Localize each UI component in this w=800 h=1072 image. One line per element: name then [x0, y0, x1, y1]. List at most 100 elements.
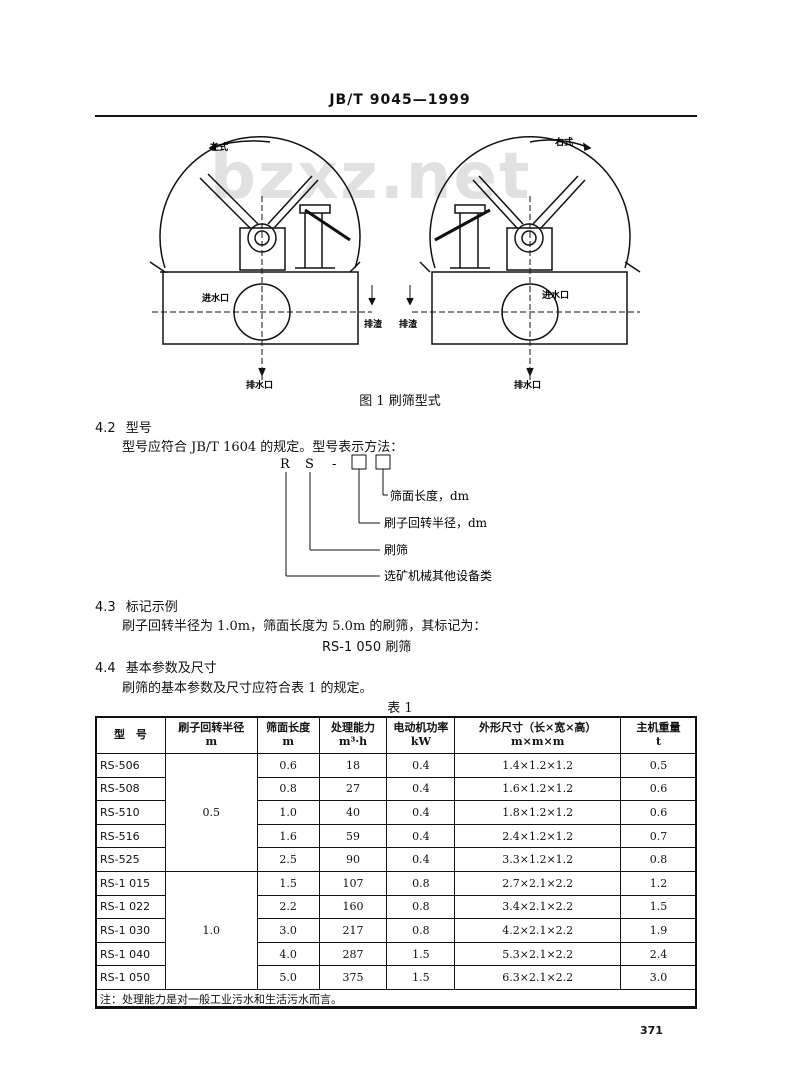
table-title: 表 1: [387, 701, 413, 716]
code-dash: -: [332, 457, 336, 472]
cell-dims: 2.4×1.2×1.2: [454, 823, 622, 849]
cell-dims: 1.6×1.2×1.2: [454, 776, 622, 802]
cell-dims: 6.3×2.1×2.2: [454, 965, 622, 990]
marking-example: RS-1 050 刷筛: [322, 640, 412, 655]
section-number: 4.4: [95, 661, 116, 676]
cell-model: RS-525: [95, 847, 166, 872]
cell-weight: 0.6: [620, 800, 697, 825]
header-rule: [95, 115, 697, 117]
left-machine: [149, 136, 376, 380]
cell-weight: 0.6: [620, 776, 697, 802]
cell-length: 0.8: [256, 776, 320, 802]
cell-model: RS-1 015: [95, 870, 166, 896]
cell-length: 0.6: [256, 753, 320, 778]
cell-weight: 1.9: [620, 918, 697, 943]
cell-power: 0.4: [386, 776, 456, 802]
right-outlet-label: 排水口: [514, 379, 541, 390]
cell-length: 1.5: [256, 870, 320, 896]
cell-capacity: 90: [318, 847, 388, 872]
cell-power: 0.4: [386, 847, 456, 872]
code-label-category: 选矿机械其他设备类: [384, 568, 492, 583]
cell-dims: 5.3×2.1×2.2: [454, 941, 622, 967]
cell-model: RS-1 050: [95, 965, 166, 990]
code-label-length: 筛面长度，dm: [390, 488, 470, 503]
left-outlet-label: 排水口: [246, 379, 273, 390]
left-type-label: 左式: [209, 141, 228, 153]
section-4-2-text: 型号应符合 JB/T 1604 的规定。型号表示方法：: [122, 440, 404, 455]
section-number: 4.3: [95, 600, 116, 615]
section-title: 标记示例: [125, 600, 178, 615]
cell-length: 5.0: [256, 965, 320, 990]
cell-weight: 2.4: [620, 941, 697, 967]
cell-length: 1.0: [256, 800, 320, 825]
cell-radius-group: 1.0: [164, 870, 258, 990]
cell-dims: 1.4×1.2×1.2: [454, 753, 622, 778]
cell-radius-group: 0.5: [164, 753, 258, 872]
cell-capacity: 287: [318, 941, 388, 967]
right-type-label: 右式: [554, 136, 573, 148]
header-dimensions: 外形尺寸（长×宽×高）m×m×m: [454, 716, 622, 754]
right-machine: [406, 136, 641, 380]
cell-weight: 0.7: [620, 823, 697, 849]
cell-weight: 0.5: [620, 753, 697, 778]
right-inlet-label: 进水口: [542, 289, 569, 301]
code-label-radius: 刷子回转半径，dm: [384, 515, 488, 530]
cell-power: 0.4: [386, 823, 456, 849]
section-title: 基本参数及尺寸: [125, 661, 217, 676]
cell-capacity: 27: [318, 776, 388, 802]
section-number: 4.2: [95, 421, 116, 436]
cell-model: RS-1 040: [95, 941, 166, 967]
cell-length: 2.2: [256, 894, 320, 920]
left-overflow-label: 排渣: [364, 318, 383, 330]
cell-dims: 2.7×2.1×2.2: [454, 870, 622, 896]
code-letter-r: R: [280, 457, 291, 472]
cell-power: 1.5: [386, 941, 456, 967]
cell-dims: 1.8×1.2×1.2: [454, 800, 622, 825]
right-overflow-label: 排渣: [399, 318, 418, 330]
cell-model: RS-516: [95, 823, 166, 849]
cell-weight: 3.0: [620, 965, 697, 990]
cell-weight: 1.5: [620, 894, 697, 920]
cell-capacity: 217: [318, 918, 388, 943]
cell-dims: 3.4×2.1×2.2: [454, 894, 622, 920]
cell-capacity: 160: [318, 894, 388, 920]
header-model: 型 号: [95, 716, 166, 754]
cell-capacity: 18: [318, 753, 388, 778]
cell-length: 3.0: [256, 918, 320, 943]
section-4-3-heading: 4.3 标记示例: [95, 596, 178, 615]
code-letter-s: S: [305, 457, 314, 472]
figure-caption: 图 1 刷筛型式: [359, 394, 441, 409]
cell-length: 4.0: [256, 941, 320, 967]
left-inlet-label: 进水口: [202, 292, 229, 304]
brush-screen-figure: 左式 右式 进水口 进水口 排渣 排渣 排水口 排水口: [149, 136, 641, 390]
cell-dims: 3.3×1.2×1.2: [454, 847, 622, 872]
cell-model: RS-508: [95, 776, 166, 802]
cell-capacity: 107: [318, 870, 388, 896]
section-4-3-text: 刷子回转半径为 1.0m，筛面长度为 5.0m 的刷筛，其标记为：: [122, 619, 487, 634]
model-code-diagram: R S - 筛面长度，dm 刷子回转半径，dm 刷筛 选矿机械其他设备类: [280, 454, 492, 583]
cell-capacity: 59: [318, 823, 388, 849]
section-4-4-text: 刷筛的基本参数及尺寸应符合表 1 的规定。: [122, 681, 373, 696]
code-label-brush-screen: 刷筛: [384, 542, 408, 557]
cell-power: 0.8: [386, 894, 456, 920]
cell-capacity: 40: [318, 800, 388, 825]
cell-model: RS-1 022: [95, 894, 166, 920]
cell-power: 1.5: [386, 965, 456, 990]
cell-power: 0.8: [386, 870, 456, 896]
cell-weight: 1.2: [620, 870, 697, 896]
cell-model: RS-510: [95, 800, 166, 825]
cell-capacity: 375: [318, 965, 388, 990]
cell-power: 0.4: [386, 800, 456, 825]
standard-number: JB/T 9045—1999: [329, 92, 471, 108]
section-4-4-heading: 4.4 基本参数及尺寸: [95, 657, 217, 676]
